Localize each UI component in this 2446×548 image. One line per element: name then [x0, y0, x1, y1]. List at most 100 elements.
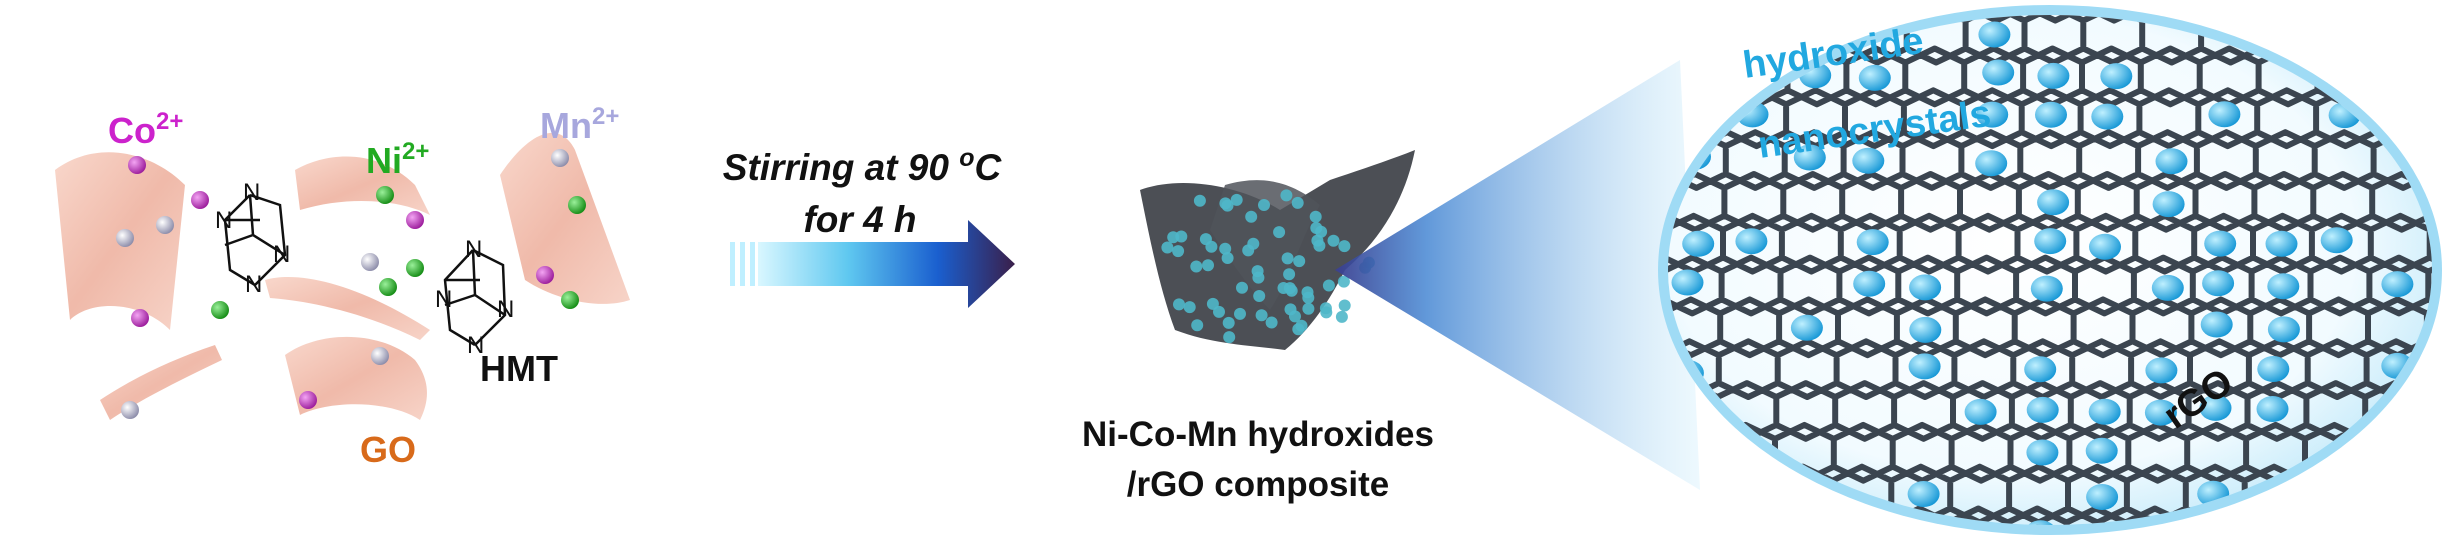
- nanocrystal: [1975, 150, 2008, 177]
- product-label-line2: /rGO composite: [1127, 465, 1390, 504]
- nanocrystal: [1781, 527, 1813, 548]
- nanocrystal: [1191, 319, 1204, 332]
- nanocrystal: [1205, 240, 1218, 253]
- nanocrystal: [2030, 275, 2063, 302]
- condition-line1: Stirring at 90 oC: [723, 144, 1003, 188]
- nanocrystal: [1161, 241, 1174, 254]
- nanocrystal: [1322, 279, 1335, 292]
- nanocrystal: [1453, 21, 1485, 47]
- nanocrystal: [1685, 102, 1718, 129]
- rgo-lattice: [1668, 15, 2432, 525]
- nanocrystal: [1722, 523, 1755, 525]
- n-atom: N: [467, 332, 484, 359]
- nanocrystal: [1175, 230, 1188, 243]
- nanocrystal: [2434, 484, 2446, 510]
- nanocrystal: [2270, 23, 2303, 50]
- nanocrystal: [2213, 0, 2245, 10]
- nanocrystal: [2145, 357, 2178, 384]
- nanocrystal: [1909, 316, 1942, 343]
- nanocrystal: [2439, 441, 2446, 467]
- nanocrystal: [1727, 442, 1760, 469]
- nanocrystal: [1793, 144, 1826, 171]
- nanocrystal: [1856, 229, 1889, 256]
- zoom-view: [1334, 0, 2446, 548]
- nanocrystal: [2320, 519, 2353, 525]
- nanocrystal: [2088, 398, 2121, 425]
- nanocrystal: [1309, 210, 1322, 223]
- nanocrystal: [1908, 353, 1941, 380]
- composite-particle: [1140, 150, 1415, 350]
- nanocrystal: [2320, 227, 2353, 254]
- nanocrystal: [1173, 298, 1185, 311]
- precursor-mixture: N N N N N N N N: [55, 103, 630, 470]
- n-atom: N: [243, 179, 260, 206]
- nanocrystal: [2152, 191, 2185, 218]
- nanocrystal: [1277, 282, 1290, 294]
- co-ion: [406, 211, 424, 229]
- go-sheet: [100, 345, 222, 420]
- nanocrystal: [2208, 101, 2241, 128]
- nanocrystal: [1338, 299, 1351, 312]
- n-atom: N: [273, 241, 290, 268]
- nanocrystal: [1852, 147, 1885, 174]
- nanocrystal: [1334, 20, 1366, 46]
- nanocrystal: [1982, 59, 2015, 86]
- nanocrystal: [2034, 228, 2067, 255]
- nanocrystal: [1193, 194, 1206, 207]
- nanocrystal: [2155, 148, 2188, 175]
- nanocrystal: [2377, 439, 2410, 466]
- mn-ion: [371, 347, 389, 365]
- nanocrystal: [1964, 398, 1997, 425]
- nanocrystal: [1335, 310, 1348, 323]
- co-ion: [299, 391, 317, 409]
- nanocrystal: [1221, 252, 1234, 264]
- nanocrystal: [2024, 356, 2057, 383]
- reaction-arrow: [730, 220, 1015, 308]
- mn-ions: [116, 149, 569, 419]
- nanocrystal: [1448, 0, 1480, 5]
- co-ion: [191, 191, 209, 209]
- nanocrystal: [1292, 323, 1305, 336]
- hmt-molecule: N N N N: [435, 236, 514, 359]
- go-sheet: [285, 336, 427, 420]
- nanocrystal: [1671, 269, 1704, 296]
- nanocrystal: [2204, 230, 2237, 257]
- nanocrystal: [1230, 193, 1243, 206]
- nanocrystal: [1190, 260, 1203, 273]
- nanocrystal: [1172, 245, 1185, 258]
- nanocrystal: [1625, 0, 1657, 8]
- mn-label: Mn2+: [540, 103, 619, 146]
- nanocrystal: [1219, 242, 1232, 255]
- nanocrystal: [1320, 306, 1333, 319]
- ni-ion: [211, 301, 229, 319]
- nanocrystal: [1310, 222, 1323, 234]
- nanocrystal: [2086, 484, 2119, 510]
- nanocrystal: [1907, 481, 1940, 507]
- nanocrystal: [2026, 396, 2059, 423]
- nanocrystal: [1863, 0, 1895, 6]
- nanocrystal: [1293, 255, 1306, 268]
- nanocrystal: [2200, 311, 2233, 338]
- hmt-label: HMT: [480, 348, 558, 389]
- nanocrystal: [1255, 309, 1268, 322]
- mn-ion: [551, 149, 569, 167]
- nanocrystal: [1242, 244, 1255, 257]
- co-label: Co2+: [108, 108, 183, 151]
- product-nanocrystals: [1161, 189, 1375, 344]
- nanocrystal: [1338, 240, 1351, 253]
- nanocrystal: [1183, 301, 1196, 314]
- ni-ion: [406, 259, 424, 277]
- go-sheet: [265, 277, 430, 340]
- co-ion: [128, 156, 146, 174]
- nanocrystal: [1236, 281, 1248, 294]
- ni-ion: [561, 291, 579, 309]
- nanocrystal: [1976, 101, 2009, 128]
- nanocrystal: [1265, 316, 1278, 329]
- nanocrystal: [1327, 234, 1340, 247]
- nanocrystal: [2085, 437, 2118, 464]
- nanocrystal: [1234, 307, 1246, 320]
- nanocrystal: [2385, 60, 2418, 87]
- co-ions: [128, 156, 554, 409]
- nanocrystal: [2267, 273, 2300, 300]
- nanocrystal: [2091, 103, 2124, 130]
